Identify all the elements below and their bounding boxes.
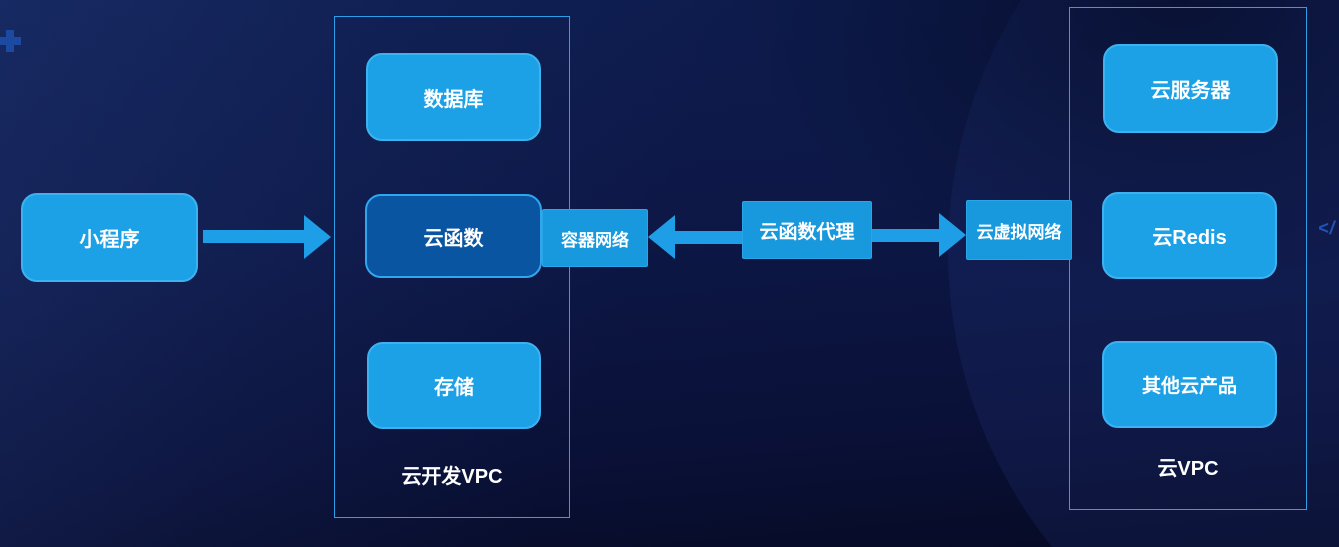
arrow-proxy-to-virtual-network-head [939, 213, 966, 257]
arrow-proxy-to-container-network-shaft [675, 231, 742, 244]
node-database: 数据库 [366, 53, 541, 141]
node-mini-program: 小程序 [21, 193, 198, 282]
arrow-proxy-to-container-network-head [648, 215, 675, 259]
arrow-mini-program-to-dev-vpc-shaft [203, 230, 306, 243]
node-storage: 存储 [367, 342, 541, 429]
node-container-network: 容器网络 [542, 209, 648, 267]
plus-icon [0, 30, 21, 52]
arrow-mini-program-to-dev-vpc-head [304, 215, 331, 259]
node-cloud-server: 云服务器 [1103, 44, 1278, 133]
node-cloud-function: 云函数 [365, 194, 542, 278]
group-cloud-vpc-label: 云VPC [1157, 458, 1219, 480]
node-cloud-virtual-network: 云虚拟网络 [966, 200, 1072, 260]
node-cloud-redis: 云Redis [1102, 192, 1277, 279]
group-dev-vpc-label: 云开发VPC [401, 466, 503, 488]
arrow-proxy-to-virtual-network-shaft [872, 229, 939, 242]
group-dev-vpc: 云开发VPC [334, 16, 570, 518]
code-slash-icon: </ [1318, 218, 1336, 238]
node-cloud-function-proxy: 云函数代理 [742, 201, 872, 259]
node-other-cloud-products: 其他云产品 [1102, 341, 1277, 428]
